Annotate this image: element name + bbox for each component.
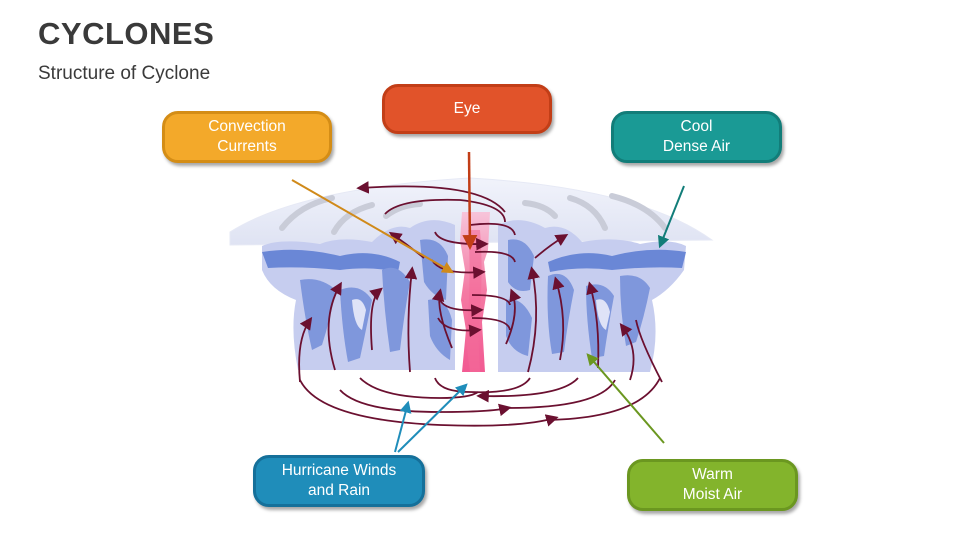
cloud-body: [262, 220, 686, 372]
dome-arcs: [279, 193, 668, 235]
warm-air-leader: [586, 353, 665, 444]
cool-air-leader: [657, 185, 685, 249]
eye-label: Eye: [382, 84, 552, 134]
page-title: CYCLONES: [38, 16, 215, 51]
cool-dense-air-label: Cool Dense Air: [611, 111, 782, 163]
page-subtitle: Structure of Cyclone: [38, 63, 211, 84]
wind-arrows: [298, 181, 663, 427]
cloud-dome: [229, 177, 714, 246]
hurricane-leader-a: [394, 400, 412, 453]
hurricane-winds-label: Hurricane Winds and Rain: [253, 455, 425, 507]
convection-currents-label: Convection Currents: [162, 111, 332, 163]
convection-leader: [291, 179, 455, 274]
warm-moist-air-label: Warm Moist Air: [627, 459, 798, 511]
hurricane-leader-b: [397, 383, 468, 453]
eye-leader: [462, 151, 478, 250]
